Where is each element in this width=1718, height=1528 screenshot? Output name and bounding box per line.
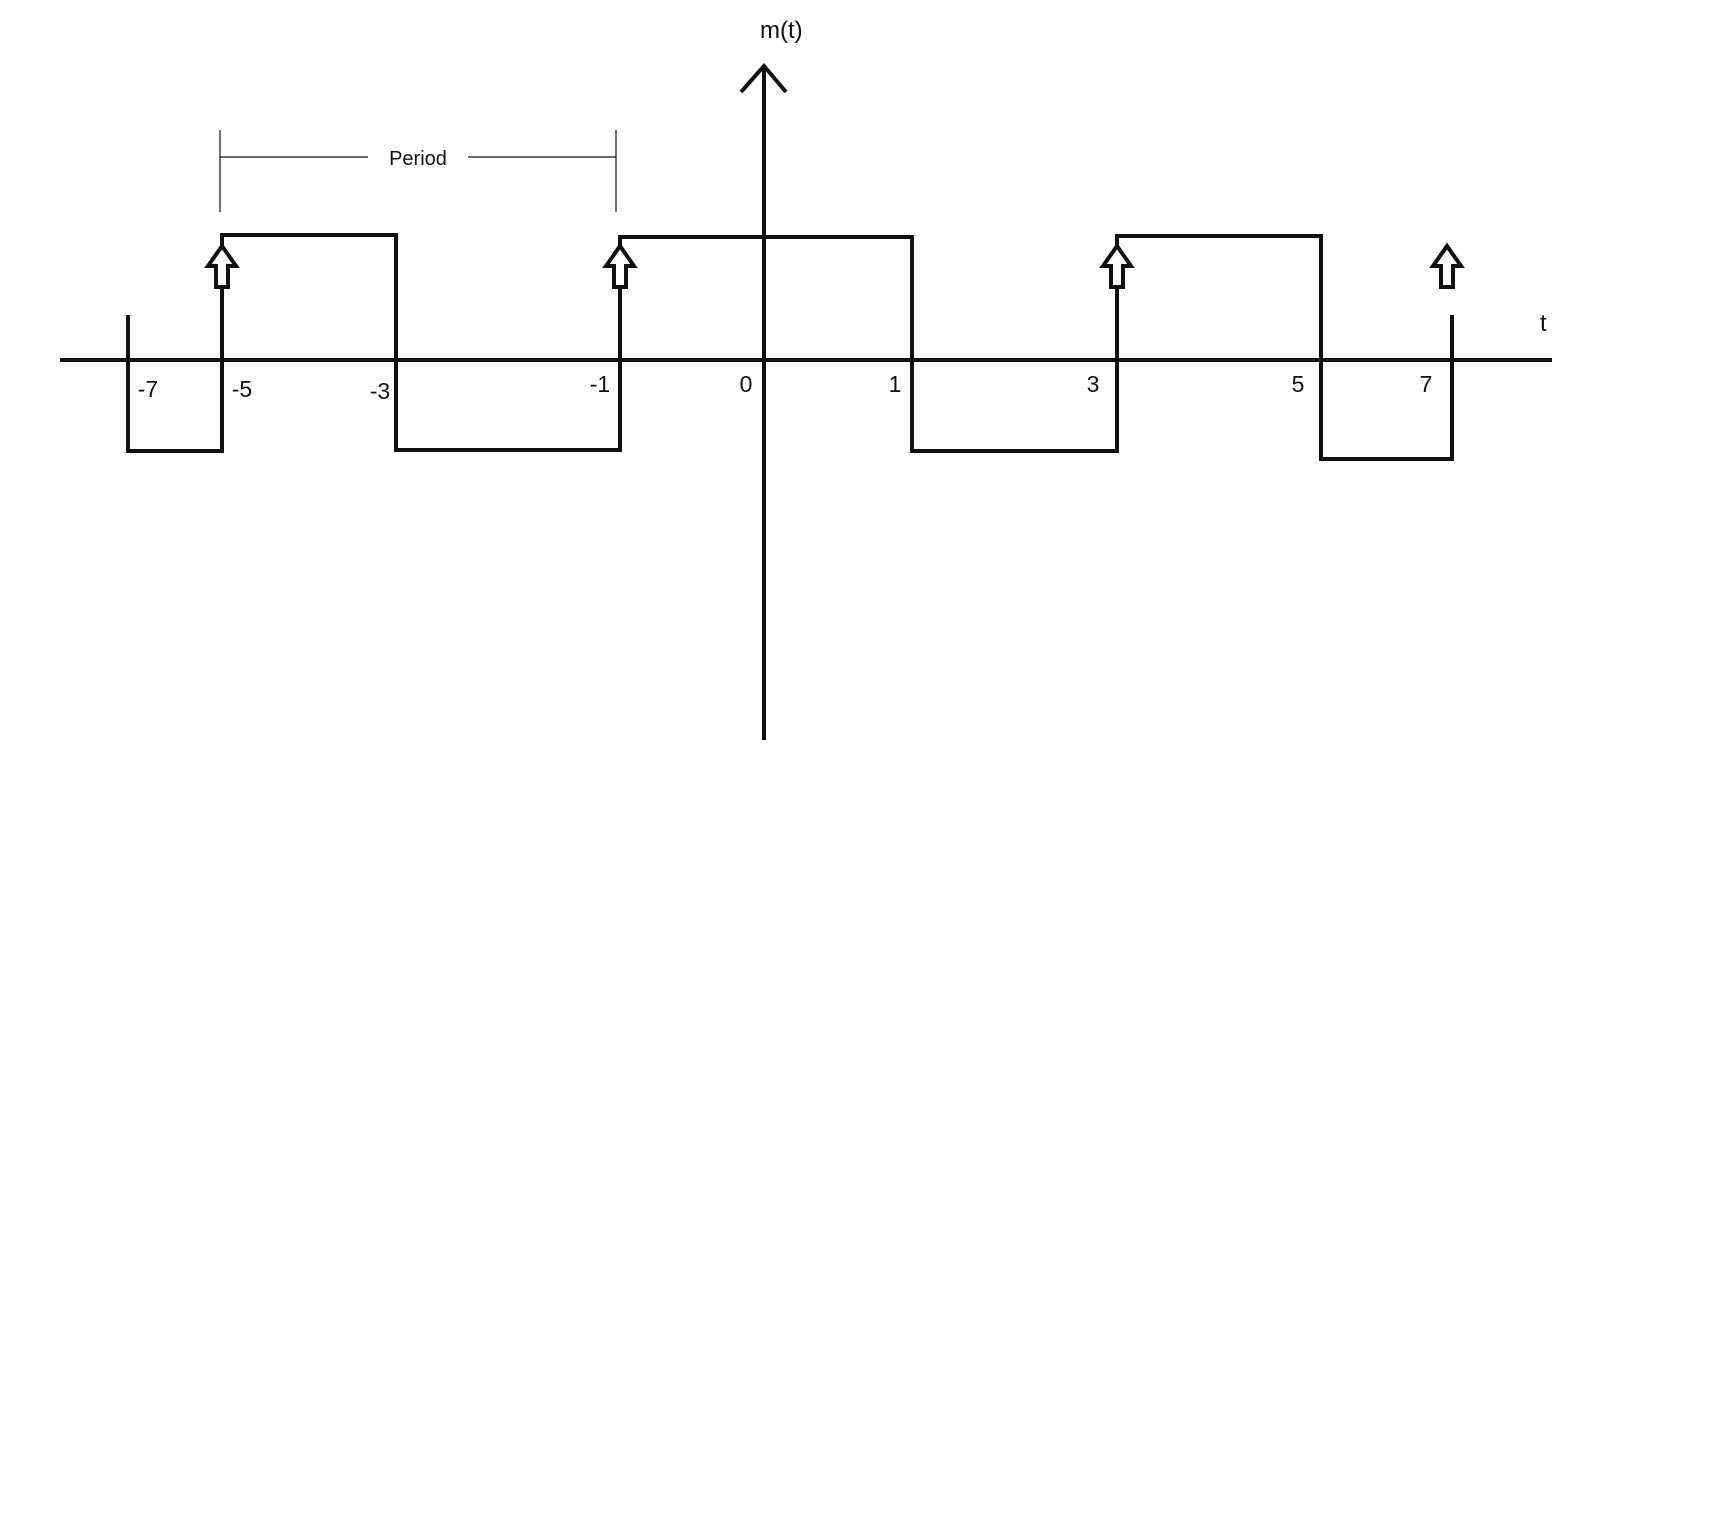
tick-label: 1 (889, 371, 902, 397)
impulse-arrow-icon (204, 242, 240, 289)
tick-label: -5 (232, 376, 252, 402)
impulse-arrow-icon (602, 242, 638, 289)
period-label: Period (389, 148, 447, 170)
tick-label: 3 (1087, 371, 1100, 397)
period-bracket: Period (219, 130, 617, 212)
m-axis-label: m(t) (760, 17, 803, 44)
tick-label: 7 (1420, 371, 1433, 397)
tick-label: -1 (590, 371, 610, 397)
tick-label: -7 (138, 376, 158, 402)
t-axis-label: t (1540, 310, 1547, 337)
impulse-arrow-icon (1099, 242, 1135, 289)
tick-label: 5 (1292, 371, 1305, 397)
tick-label: 0 (740, 371, 753, 397)
impulse-arrow-icon (1429, 242, 1465, 289)
square-wave (126, 233, 1454, 461)
m-axis-arrowhead (739, 62, 788, 94)
tick-label: -3 (370, 378, 390, 404)
